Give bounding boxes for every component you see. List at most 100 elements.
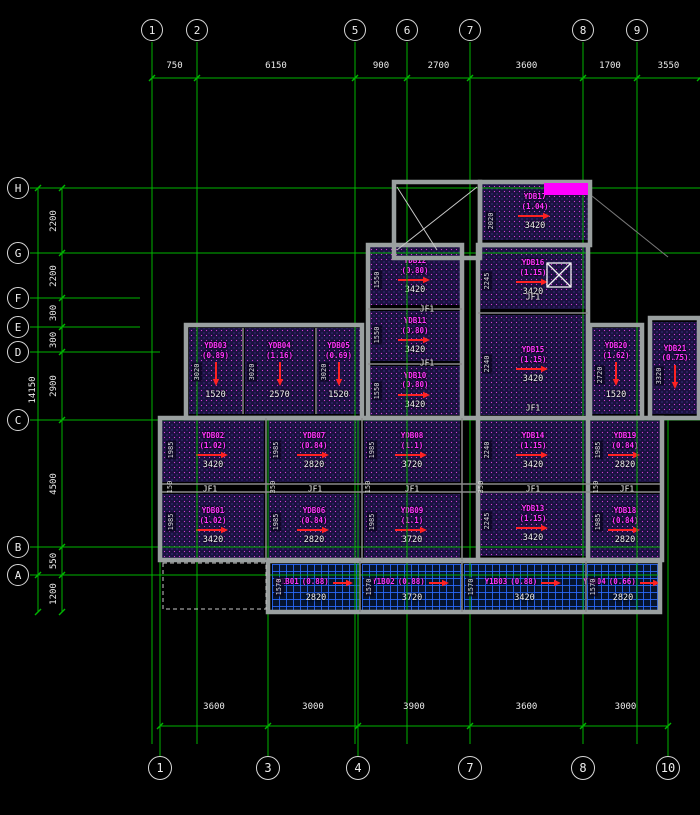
slab-YDB08[interactable]: YDB08(1.1)3720 [364,420,460,482]
span-direction-arrow-icon [515,524,551,532]
slab-span-dim: 1520 [605,390,627,400]
slab-label: YDB19 [613,431,637,440]
slab-label: YDB12 [403,256,427,265]
strip-slab-Y1B01[interactable]: Y1B01(0.88)2820 [272,564,360,610]
span-direction-arrow-icon [276,361,284,389]
selection-highlight[interactable] [544,183,588,195]
construction-lines [162,186,669,610]
slab-value: (0.69) [324,350,353,360]
slab-YDB07[interactable]: YDB07(0.84)2820 [268,420,360,482]
span-direction-arrow-icon [332,572,356,591]
slab-label: YDB05 [327,341,350,350]
slab-YDB13[interactable]: YDB13(1.15) 3420 [479,492,587,556]
slab-value: (0.84) [300,515,328,525]
slab-value: (1.15) [519,267,547,277]
slab-value: (0.66) [608,576,636,586]
strip-slab-title-row: Y1B01(0.88) [276,572,356,591]
slab-span-dim: 3420 [522,374,544,384]
slab-value: (1.16) [265,350,294,360]
strip-slab-Y1B04[interactable]: Y1B04(0.66)2820 [583,564,660,610]
slab-YDB11[interactable]: YDB11(0.80) 3420 [369,311,461,361]
slab-span-dim: 3420 [522,460,544,470]
slab-span-dim: 3720 [401,535,423,545]
slab-label: YDB07 [302,431,326,440]
slab-value: (1.15) [519,440,547,450]
slab-YDB16[interactable]: YDB16(1.15)3420 [479,247,587,309]
span-direction-arrow-icon [335,361,343,389]
dimension-lines [34,74,700,730]
slab-value: (0.80) [401,265,429,275]
slab-value: (1.62) [602,350,630,360]
slab-span-dim: 3420 [524,221,546,231]
axis-grid-lines [30,42,700,757]
strip-slab-Y1B03[interactable]: Y1B03(0.88) 3420 [464,564,585,610]
slab-span-dim: 2570 [269,390,290,400]
span-direction-arrow-icon [515,278,551,286]
slab-span-dim: 3720 [401,592,423,603]
slab-value: (0.84) [611,440,639,450]
slab-YDB10[interactable]: YDB10(0.80)3420 [369,366,461,415]
slab-span-dim: 3420 [404,399,426,410]
span-direction-arrow-icon [639,572,663,591]
slab-value: (0.88) [397,576,425,586]
slab-value: (0.88) [510,576,538,586]
slab-label: YDB20 [604,341,628,350]
slab-label: YDB06 [302,506,326,515]
slab-span-dim: 2820 [305,592,327,603]
span-direction-arrow-icon [517,212,553,220]
slab-label: YDB17 [523,192,547,201]
slab-span-dim: 3420 [404,285,426,295]
slab-span-dim: 3420 [404,345,426,355]
slab-YDB04[interactable]: YDB04(1.16)2570 [245,328,314,414]
slab-label: YDB21 [663,343,687,353]
span-direction-arrow-icon [515,365,551,373]
slab-span-dim: 3420 [202,535,224,545]
slab-label: YDB15 [521,345,545,354]
slab-label: YDB14 [521,431,545,440]
span-direction-arrow-icon [195,526,231,534]
slab-span-dim: 3720 [401,460,423,470]
slab-value: (0.89) [201,350,230,360]
span-direction-arrow-icon [540,572,564,591]
strip-slab-Y1B02[interactable]: Y1B02(0.88)3720 [362,564,462,610]
span-direction-arrow-icon [397,336,433,344]
slab-YDB15[interactable]: YDB15(1.15)3420 [479,315,587,415]
span-direction-arrow-icon [612,361,620,389]
slab-value: (1.15) [519,513,547,523]
slab-label: YDB09 [400,506,424,515]
span-direction-arrow-icon [195,451,231,459]
slab-value: (0.80) [401,325,429,335]
slab-YDB02[interactable]: YDB02(1.02)3420 [162,420,264,482]
slab-YDB14[interactable]: YDB14(1.15) 3420 [479,420,587,482]
span-direction-arrow-icon [428,572,452,591]
slab-label: Y1B01 [276,576,299,586]
slab-span-dim: 3420 [514,592,535,603]
slab-label: YDB08 [400,431,424,440]
span-direction-arrow-icon [212,361,220,389]
slab-value: (1.04) [521,201,549,211]
slab-label: YDB18 [613,506,637,515]
span-direction-arrow-icon [296,451,332,459]
slab-label: YDB13 [521,504,545,513]
slab-value: (0.80) [401,380,429,389]
span-direction-arrow-icon [671,364,679,392]
slab-span-dim: 2820 [303,535,325,545]
slab-label: YDB11 [403,316,427,325]
slab-span-dim: 3420 [202,460,224,470]
slab-YDB20[interactable]: YDB20(1.62) 1520 [592,328,640,414]
slab-label: Y1B02 [372,576,395,586]
slab-span-dim: 2820 [612,592,634,603]
slab-span-dim: 1520 [328,390,349,400]
slab-value: (0.88) [301,576,329,586]
slab-label: Y1B03 [484,576,508,586]
slab-value: (0.84) [611,515,639,525]
span-direction-arrow-icon [296,526,332,534]
strip-slab-title-row: Y1B02(0.88) [372,572,452,591]
slab-span-dim: 3420 [522,533,544,543]
slab-span-dim: 1520 [205,390,226,400]
slab-label: YDB16 [521,258,545,267]
span-direction-arrow-icon [397,276,433,284]
